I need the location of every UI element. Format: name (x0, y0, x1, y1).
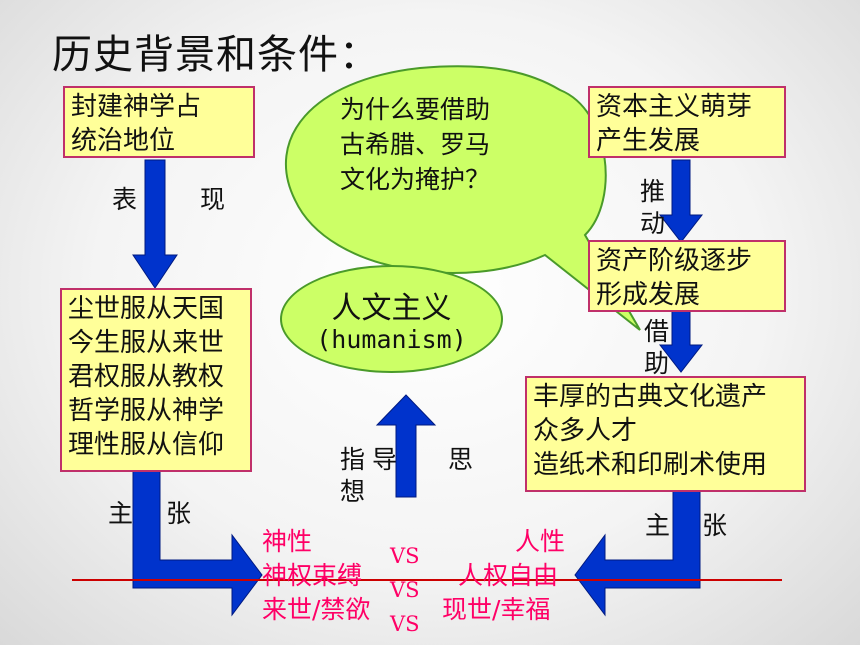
left-main-box: 尘世服从天国 今生服从来世 君权服从教权 哲学服从神学 理性服从信仰 (60, 288, 252, 472)
right-main-line-1: 丰厚的古典文化遗产 (533, 382, 768, 412)
left-main-line-2: 今生服从来世 (68, 328, 225, 358)
bubble-line-3: 文化为掩护？ (340, 165, 491, 194)
left-claim-label-b: 张 (166, 499, 192, 528)
bubble-line-2: 古希腊、罗马 (340, 130, 491, 159)
guide-up-arrow (375, 394, 437, 498)
right-mid-box: 资产阶级逐步 形成发展 (588, 240, 786, 312)
contrast-right-1: 人性 (515, 527, 566, 556)
right-push-arrow (658, 159, 704, 243)
right-main-line-3: 造纸术和印刷术使用 (533, 450, 768, 480)
right-claim-label-b: 张 (702, 511, 728, 540)
right-main-line-2: 众多人才 (533, 416, 638, 446)
humanism-ellipse: 人文主义 (humanism) (280, 265, 503, 373)
vs-2: VS (390, 578, 420, 602)
left-claim-label-a: 主 (108, 499, 134, 528)
contrast-left-1: 神性 (262, 527, 313, 556)
right-main-box: 丰厚的古典文化遗产 众多人才 造纸术和印刷术使用 (525, 376, 806, 492)
left-main-line-1: 尘世服从天国 (68, 294, 225, 324)
borrow-label-2: 助 (644, 349, 670, 378)
bubble-text: 为什么要借助 古希腊、罗马 文化为掩护？ (340, 92, 490, 197)
left-main-line-3: 君权服从教权 (68, 362, 225, 392)
push-label-1: 推 (640, 177, 666, 206)
right-top-line-2: 产生发展 (596, 126, 701, 156)
left-main-line-5: 理性服从信仰 (68, 430, 225, 460)
right-top-box: 资本主义萌芽 产生发展 (588, 86, 786, 158)
push-label: 推 动 (640, 176, 670, 240)
borrow-label: 借 助 (644, 316, 674, 380)
borrow-label-1: 借 (644, 317, 670, 346)
guide-label-a: 指 (340, 445, 366, 474)
contrast-right-2: 人权自由 (458, 561, 559, 590)
right-mid-line-1: 资产阶级逐步 (596, 246, 753, 276)
contrast-left-3: 来世/禁欲 (262, 595, 371, 624)
page-title: 历史背景和条件： (52, 32, 380, 78)
right-mid-line-2: 形成发展 (596, 280, 701, 310)
left-main-line-4: 哲学服从神学 (68, 396, 225, 426)
humanism-title: 人文主义 (331, 291, 452, 326)
speech-bubble (284, 65, 641, 331)
left-l-arrow (132, 469, 263, 617)
contrast-left-2: 神权束缚 (262, 561, 363, 590)
right-top-line-1: 资本主义萌芽 (596, 92, 753, 122)
right-claim-label-a: 主 (645, 511, 671, 540)
vs-3: VS (390, 612, 420, 636)
left-top-line-1: 封建神学占 (71, 92, 202, 122)
right-borrow-arrow (658, 309, 704, 373)
push-label-2: 动 (640, 209, 666, 238)
left-arrow-label-b: 现 (200, 185, 226, 214)
vs-1: VS (390, 544, 420, 568)
right-l-arrow (574, 489, 701, 617)
left-top-line-2: 统治地位 (71, 126, 176, 156)
humanism-subtitle: (humanism) (316, 325, 467, 354)
guide-label-c: 思 (448, 445, 474, 474)
left-down-arrow (132, 159, 178, 289)
contrast-right-3: 现世/幸福 (442, 595, 551, 624)
bubble-line-1: 为什么要借助 (340, 95, 491, 124)
left-top-box: 封建神学占 统治地位 (63, 86, 255, 158)
left-arrow-label-a: 表 (112, 185, 138, 214)
guide-label-d: 想 (340, 477, 366, 506)
guide-label-b: 导 (372, 445, 398, 474)
